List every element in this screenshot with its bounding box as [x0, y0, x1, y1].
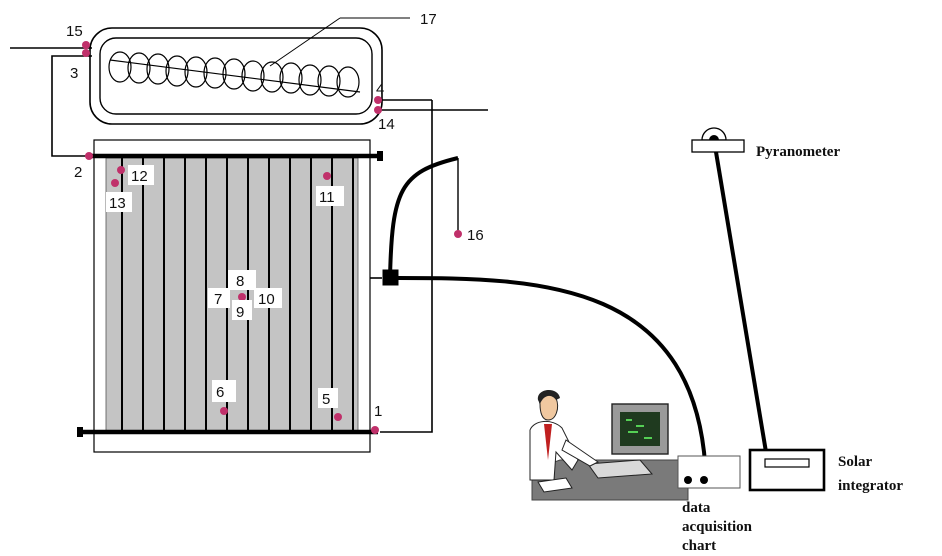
sensor-dot-16 — [454, 230, 462, 238]
pyranometer — [691, 127, 768, 453]
label-8: 8 — [236, 273, 244, 290]
label-14: 14 — [378, 116, 395, 133]
label-11: 11 — [319, 189, 335, 206]
sensor-dot-12 — [117, 166, 125, 174]
sensor-dot-2 — [85, 152, 93, 160]
sensor-dot-3 — [82, 49, 90, 57]
label-16: 16 — [467, 227, 484, 244]
storage-tank — [89, 27, 383, 125]
sensor-dot-4 — [374, 96, 382, 104]
coil-pointer-line — [269, 17, 341, 67]
data-acquisition-label-3: chart — [682, 538, 716, 554]
sensor-dot-14 — [374, 106, 382, 114]
data-acquisition-label-1: data — [682, 500, 711, 516]
label-9: 9 — [236, 304, 244, 321]
label-17: 17 — [420, 11, 437, 28]
data-acquisition-label-2: acquisition — [682, 519, 753, 535]
sensor-dot-11 — [323, 172, 331, 180]
heat-exchanger-coil — [108, 51, 361, 98]
tank-pipes — [10, 47, 488, 433]
label-7: 7 — [214, 291, 222, 308]
sensor-cable — [370, 156, 708, 481]
sensor-dot-9 — [238, 293, 246, 301]
data-acquisition-station — [529, 389, 741, 501]
solar-integrator-label-2: integrator — [838, 478, 903, 494]
label-6: 6 — [216, 384, 224, 401]
equipment-labels: Pyranometer Solar integrator data acquis… — [682, 144, 903, 554]
label-10: 10 — [258, 291, 275, 308]
sensor-dot-5 — [334, 413, 342, 421]
label-12: 12 — [131, 168, 148, 185]
label-4: 4 — [376, 81, 384, 98]
label-2: 2 — [74, 164, 82, 181]
label-5: 5 — [322, 391, 330, 408]
label-15: 15 — [66, 23, 83, 40]
label-3: 3 — [70, 65, 78, 82]
sensor-dot-13 — [111, 179, 119, 187]
pyranometer-label: Pyranometer — [756, 144, 840, 160]
solar-integrator-label-1: Solar — [838, 454, 873, 470]
label-13: 13 — [109, 195, 126, 212]
solar-integrator — [748, 448, 826, 492]
sensor-dot-15 — [82, 41, 90, 49]
point-labels: 15 3 17 4 14 2 12 13 11 16 8 7 10 9 6 5 … — [66, 11, 484, 420]
temperature-sensors — [82, 41, 462, 434]
sensor-dot-6 — [220, 407, 228, 415]
sensor-dot-1 — [371, 426, 379, 434]
label-1: 1 — [374, 403, 382, 420]
